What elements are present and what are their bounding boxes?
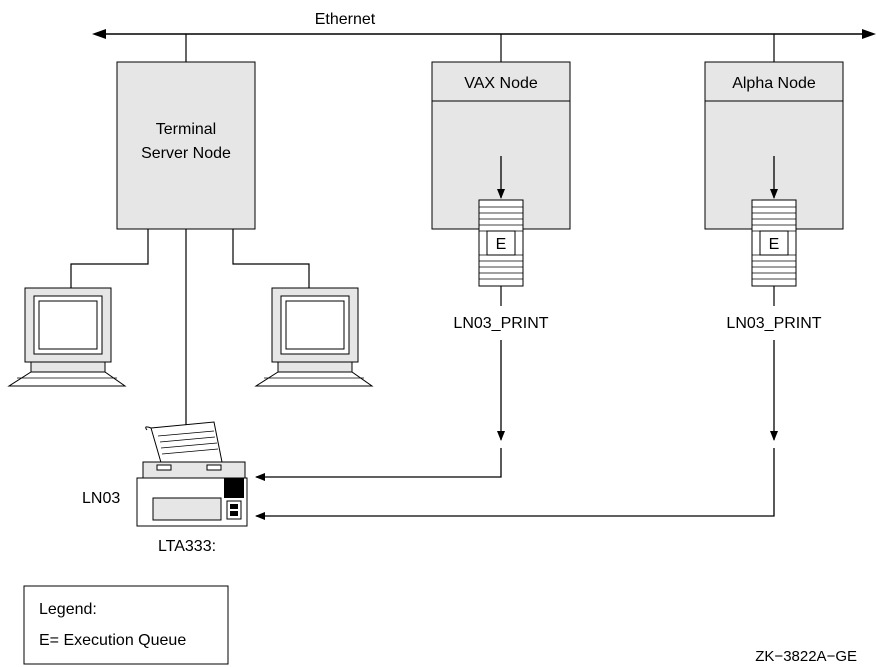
figure-id: ZK−3822A−GE xyxy=(755,648,857,665)
alpha-to-printer-path xyxy=(255,340,778,520)
terminal-icon xyxy=(7,287,127,387)
alpha-queue-name: LN03_PRINT xyxy=(726,315,821,332)
alpha-queue-letter: E xyxy=(769,236,780,253)
vax-queue-letter: E xyxy=(496,236,507,253)
printer-icon xyxy=(136,421,248,527)
terminal-server-label-line1: Terminal xyxy=(156,121,216,138)
queue-icon: E xyxy=(751,199,797,287)
legend-entry: E= Execution Queue xyxy=(39,632,186,649)
queue-icon: E xyxy=(478,199,524,287)
vax-to-printer-path xyxy=(255,340,505,481)
terminal-server-label-line2: Server Node xyxy=(141,145,231,162)
terminal-server-node: Terminal Server Node xyxy=(116,61,256,230)
alpha-node-title: Alpha Node xyxy=(732,75,816,92)
vax-node-title: VAX Node xyxy=(464,75,538,92)
terminal-icon xyxy=(254,287,374,387)
ethernet-bus: Ethernet xyxy=(92,11,876,39)
legend: Legend: E= Execution Queue xyxy=(23,585,229,665)
printer-port: LTA333: xyxy=(158,538,216,555)
vax-queue-name: LN03_PRINT xyxy=(453,315,548,332)
ethernet-label: Ethernet xyxy=(315,11,376,28)
legend-title: Legend: xyxy=(39,601,97,618)
printer-name: LN03 xyxy=(82,490,120,507)
terminal-server-links xyxy=(70,229,310,432)
